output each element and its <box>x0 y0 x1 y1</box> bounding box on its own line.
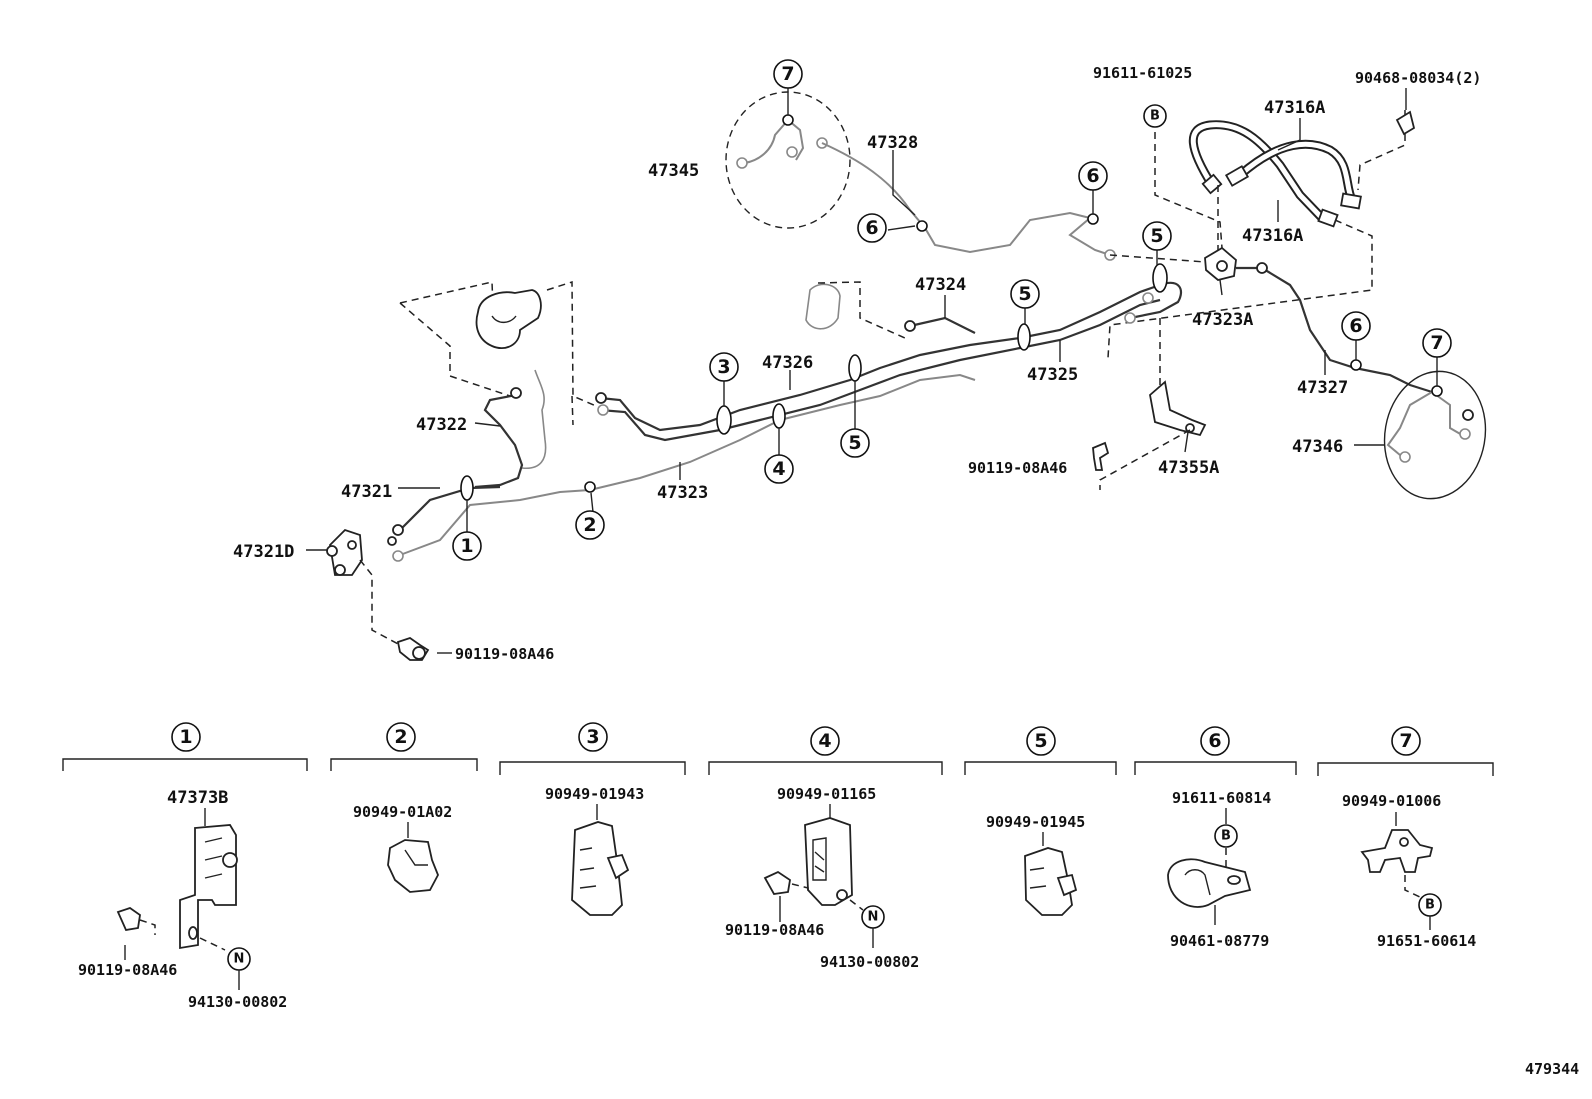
label-90949-01006: 90949-01006 <box>1342 792 1441 810</box>
valve-47323A <box>1107 110 1433 394</box>
label-91611-61025: 91611-61025 <box>1093 64 1192 82</box>
svg-text:6: 6 <box>1349 315 1362 337</box>
callout-6-upper: 6 <box>1078 161 1108 191</box>
pipe-47324 <box>805 281 976 339</box>
label-90949-01A02: 90949-01A02 <box>353 803 452 821</box>
label-47373B: 47373B <box>167 788 228 808</box>
label-90461-08779: 90461-08779 <box>1170 932 1269 950</box>
master-cylinder-group <box>399 280 606 469</box>
callout-2: 2 <box>575 510 605 540</box>
label-47316A-bottom: 47316A <box>1242 226 1303 246</box>
label-47328: 47328 <box>867 133 918 153</box>
svg-text:N: N <box>234 952 245 967</box>
svg-text:B: B <box>1221 829 1231 844</box>
label-90119-08A46-d4: 90119-08A46 <box>725 921 824 939</box>
label-47346: 47346 <box>1292 437 1343 457</box>
label-94130-00802-d1: 94130-00802 <box>188 993 287 1011</box>
pipe-47322 <box>474 387 524 489</box>
wheel-47346 <box>1350 359 1487 500</box>
diagram-id: 479344 <box>1525 1060 1579 1078</box>
label-47327: 47327 <box>1297 378 1348 398</box>
pipe-clamps <box>460 263 1168 501</box>
detail-6: 6 91611-60814 B 90461-08779 <box>1167 726 1271 950</box>
pipe-47321 <box>387 485 591 562</box>
callout-1: 1 <box>452 531 482 561</box>
svg-text:5: 5 <box>1018 283 1031 305</box>
svg-text:2: 2 <box>583 514 596 536</box>
label-90949-01165: 90949-01165 <box>777 785 876 803</box>
bracket-47355A <box>1092 318 1207 490</box>
svg-text:5: 5 <box>1034 730 1047 752</box>
svg-text:7: 7 <box>1430 332 1443 354</box>
svg-text:4: 4 <box>772 458 785 480</box>
callout-5-right: 5 <box>1142 221 1172 251</box>
label-90119-08A46-mid: 90119-08A46 <box>968 459 1067 477</box>
hose-47316A <box>1188 120 1362 228</box>
label-47322: 47322 <box>416 415 467 435</box>
svg-text:3: 3 <box>586 726 599 748</box>
label-91611-60814: 91611-60814 <box>1172 789 1271 807</box>
svg-text:3: 3 <box>717 356 730 378</box>
detail-1: 1 47373B 90119-08A46 N 94130-00802 <box>78 722 287 1011</box>
pipe-47323 <box>589 373 976 491</box>
label-47321D: 47321D <box>233 542 294 562</box>
svg-text:6: 6 <box>1208 730 1221 752</box>
detail-4: 4 90949-01165 90119-08A46 N 94130-00802 <box>725 726 919 971</box>
label-47324: 47324 <box>915 275 966 295</box>
callout-3: 3 <box>709 352 739 382</box>
wheel-47345 <box>725 91 1116 261</box>
callout-4: 4 <box>764 454 794 484</box>
label-90949-01945: 90949-01945 <box>986 813 1085 831</box>
label-90119-08A46-d1: 90119-08A46 <box>78 961 177 979</box>
callout-5-mid: 5 <box>1010 279 1040 309</box>
label-90119-08A46-left: 90119-08A46 <box>455 645 554 663</box>
svg-text:4: 4 <box>818 730 831 752</box>
label-47323A: 47323A <box>1192 310 1253 330</box>
svg-text:7: 7 <box>1399 730 1412 752</box>
label-90949-01943: 90949-01943 <box>545 785 644 803</box>
label-leaders <box>306 88 1438 654</box>
svg-text:N: N <box>868 910 879 925</box>
callout-6-left: 6 <box>857 213 887 243</box>
detail-7: 7 90949-01006 B 91651-60614 <box>1342 726 1476 950</box>
callout-6-right: 6 <box>1341 311 1371 341</box>
label-47325: 47325 <box>1027 365 1078 385</box>
detail-2: 2 90949-01A02 <box>353 722 452 893</box>
svg-text:6: 6 <box>1086 165 1099 187</box>
svg-text:B: B <box>1150 109 1160 124</box>
label-47326: 47326 <box>762 353 813 373</box>
label-90468-08034: 90468-08034(2) <box>1355 69 1481 87</box>
detail-row: 1 47373B 90119-08A46 N 94130-00802 2 909… <box>62 722 1494 1011</box>
svg-text:1: 1 <box>460 535 473 557</box>
svg-text:B: B <box>1425 898 1435 913</box>
detail-5: 5 90949-01945 <box>986 726 1085 916</box>
svg-text:7: 7 <box>781 63 794 85</box>
svg-text:5: 5 <box>1150 225 1163 247</box>
svg-text:2: 2 <box>394 726 407 748</box>
main-callouts: 7 6 6 5 5 6 7 3 5 4 2 1 B <box>452 59 1452 561</box>
pipe-47326 <box>595 283 1161 442</box>
svg-text:5: 5 <box>848 432 861 454</box>
label-47355A: 47355A <box>1158 458 1219 478</box>
callout-B-top: B <box>1143 104 1167 128</box>
label-47323: 47323 <box>657 483 708 503</box>
callout-7-right: 7 <box>1422 328 1452 358</box>
label-47321: 47321 <box>341 482 392 502</box>
junction-47321D <box>326 528 430 661</box>
callout-7-upper: 7 <box>773 59 803 89</box>
main-part-labels: 47345 47328 91611-61025 90468-08034(2) 4… <box>233 64 1481 663</box>
pipe-47325 <box>1124 281 1183 324</box>
label-47316A-top: 47316A <box>1264 98 1325 118</box>
svg-text:1: 1 <box>179 726 192 748</box>
label-91651-60614: 91651-60614 <box>1377 932 1476 950</box>
callout-5-low: 5 <box>840 428 870 458</box>
detail-3: 3 90949-01943 <box>545 722 644 916</box>
label-94130-00802-d4: 94130-00802 <box>820 953 919 971</box>
svg-text:6: 6 <box>865 217 878 239</box>
label-47345: 47345 <box>648 161 699 181</box>
